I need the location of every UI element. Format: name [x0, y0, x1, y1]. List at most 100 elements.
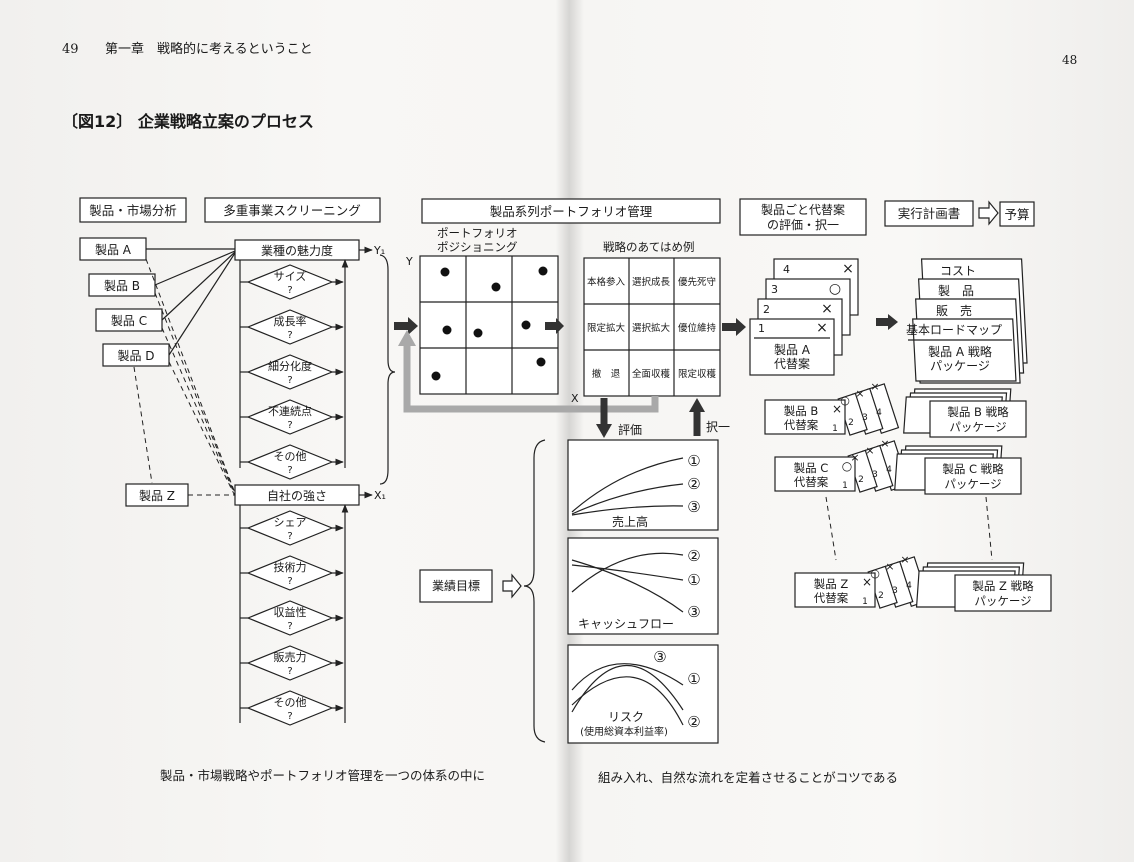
alt-name-line2: 代替案 [794, 475, 829, 489]
alt-name-line1: 製品 C [794, 461, 829, 475]
alt-a-num: 4 [783, 263, 790, 276]
axis-x-label: X [571, 392, 579, 405]
strategy-cell: 限定拡大 [587, 322, 626, 334]
risk-sub-label: (使用総資本利益率) [580, 725, 668, 738]
alt-mark: × [862, 575, 872, 589]
positioning-title-line2: ポジショニング [437, 240, 518, 254]
alt-num: 1 [842, 481, 848, 491]
alt-num: 2 [858, 475, 864, 485]
alt-mark: ○ [870, 567, 880, 580]
alt-num: 3 [862, 413, 868, 423]
alt-name-line2: 代替案 [814, 591, 849, 605]
alt-a-name-line1: 製品 A [774, 343, 811, 357]
alt-a-mark: × [842, 261, 854, 277]
cashflow-num: ① [687, 571, 700, 589]
strategy-cell: 優位維持 [678, 322, 717, 334]
to-plan-arrow [876, 314, 898, 330]
criterion-question: ? [287, 576, 292, 587]
plan-card-main [924, 457, 1022, 495]
plan-a-item: 基本ロードマップ [906, 323, 1002, 337]
criterion-label: サイズ [274, 269, 307, 283]
risk-num: ① [687, 670, 700, 688]
plan-card-main [954, 574, 1052, 612]
plan-name-line2: パッケージ [944, 477, 1001, 491]
alt-mark: × [832, 402, 842, 416]
alt-num: 1 [862, 597, 868, 607]
alt-a-num: 1 [758, 322, 765, 335]
alt-num: 2 [878, 591, 884, 601]
feedback-loop [403, 342, 659, 413]
budget-header [999, 201, 1035, 227]
alt-a-mark: × [816, 320, 828, 336]
plan-name-line2: パッケージ [949, 420, 1006, 434]
feedback-arrowhead [398, 330, 416, 346]
portfolio-header [421, 198, 721, 224]
criterion-question: ? [287, 465, 292, 476]
alt-mark: × [850, 451, 859, 464]
alt-continuation-line [825, 496, 837, 561]
criterion-label: シェア [274, 516, 307, 529]
plan-card-main [929, 400, 1027, 438]
criterion-question: ? [287, 666, 292, 677]
alt-num: 3 [872, 470, 878, 480]
x1-label: X₁ [374, 489, 386, 502]
criterion-question: ? [287, 285, 292, 296]
product-dot [473, 328, 483, 338]
caption-right: 組み入れ、自然な流れを定着させることがコツである [598, 770, 898, 785]
axis-y-label: Y [405, 255, 413, 268]
criterion-label: 不連続点 [268, 404, 312, 418]
alt-a-name-line2: 代替案 [774, 356, 810, 371]
criterion-question: ? [287, 711, 292, 722]
product-z-label: 製品 Z [139, 489, 175, 503]
cashflow-num: ② [687, 547, 700, 565]
select-label: 択一 [706, 420, 730, 434]
criterion-label: その他 [274, 696, 307, 709]
alt-num: 4 [876, 408, 882, 418]
industry-attractiveness-label: 業種の魅力度 [261, 243, 333, 258]
risk-panel: ③ ① ② リスク (使用総資本利益率) [567, 644, 719, 744]
alt-card-main [774, 456, 856, 492]
sales-num: ② [687, 475, 700, 493]
to-strategy-arrow [545, 318, 564, 334]
positioning-title-line1: ポートフォリオ [437, 226, 518, 240]
plan-name-line1: 製品 B 戦略 [947, 405, 1009, 419]
evaluate-arrowhead [596, 424, 612, 438]
screening-brace [379, 254, 396, 485]
product-dot [491, 282, 501, 292]
alt-a-num: 3 [771, 283, 778, 296]
criterion-question: ? [287, 420, 292, 431]
strategy-cell: 選択拡大 [632, 322, 671, 334]
plan-name-line1: 製品 C 戦略 [942, 462, 1004, 476]
alt-mark: × [865, 444, 874, 457]
alternatives-label-line1: 製品ごと代替案 [761, 202, 845, 217]
market-analysis-label: 製品・市場分析 [89, 203, 177, 218]
criterion-label: 成長率 [274, 314, 307, 328]
product-c-label: 製品 C [111, 314, 147, 328]
to-alternatives-arrow [722, 318, 746, 336]
criterion-question: ? [287, 375, 292, 386]
alt-num: 2 [848, 418, 854, 428]
criterion-question: ? [287, 531, 292, 542]
sales-label: 売上高 [612, 514, 648, 529]
strategy-cell: 優先死守 [678, 276, 716, 288]
positioning-grid [419, 255, 559, 395]
product-to-industry-lines [146, 248, 236, 356]
criterion-question: ? [287, 330, 292, 341]
alt-name-line1: 製品 B [784, 404, 819, 418]
alternatives-header [739, 198, 867, 236]
product-dot [521, 320, 531, 330]
product-dot [538, 266, 548, 276]
criterion-label: 細分化度 [268, 359, 312, 373]
criterion-label: 収益性 [274, 605, 307, 619]
alt-a-mark: ○ [829, 281, 841, 297]
cashflow-label: キャッシュフロー [578, 617, 674, 631]
select-arrowhead [689, 398, 705, 412]
alternatives-label-line2: の評価・択一 [767, 217, 839, 232]
strategy-cell: 全面収穫 [632, 368, 671, 380]
industry-criteria: サイズ?成長率?細分化度?不連続点?その他? [240, 264, 344, 480]
y1-label: Y₁ [373, 244, 385, 257]
alt-num: 1 [832, 424, 838, 434]
alt-mark: × [855, 387, 864, 400]
